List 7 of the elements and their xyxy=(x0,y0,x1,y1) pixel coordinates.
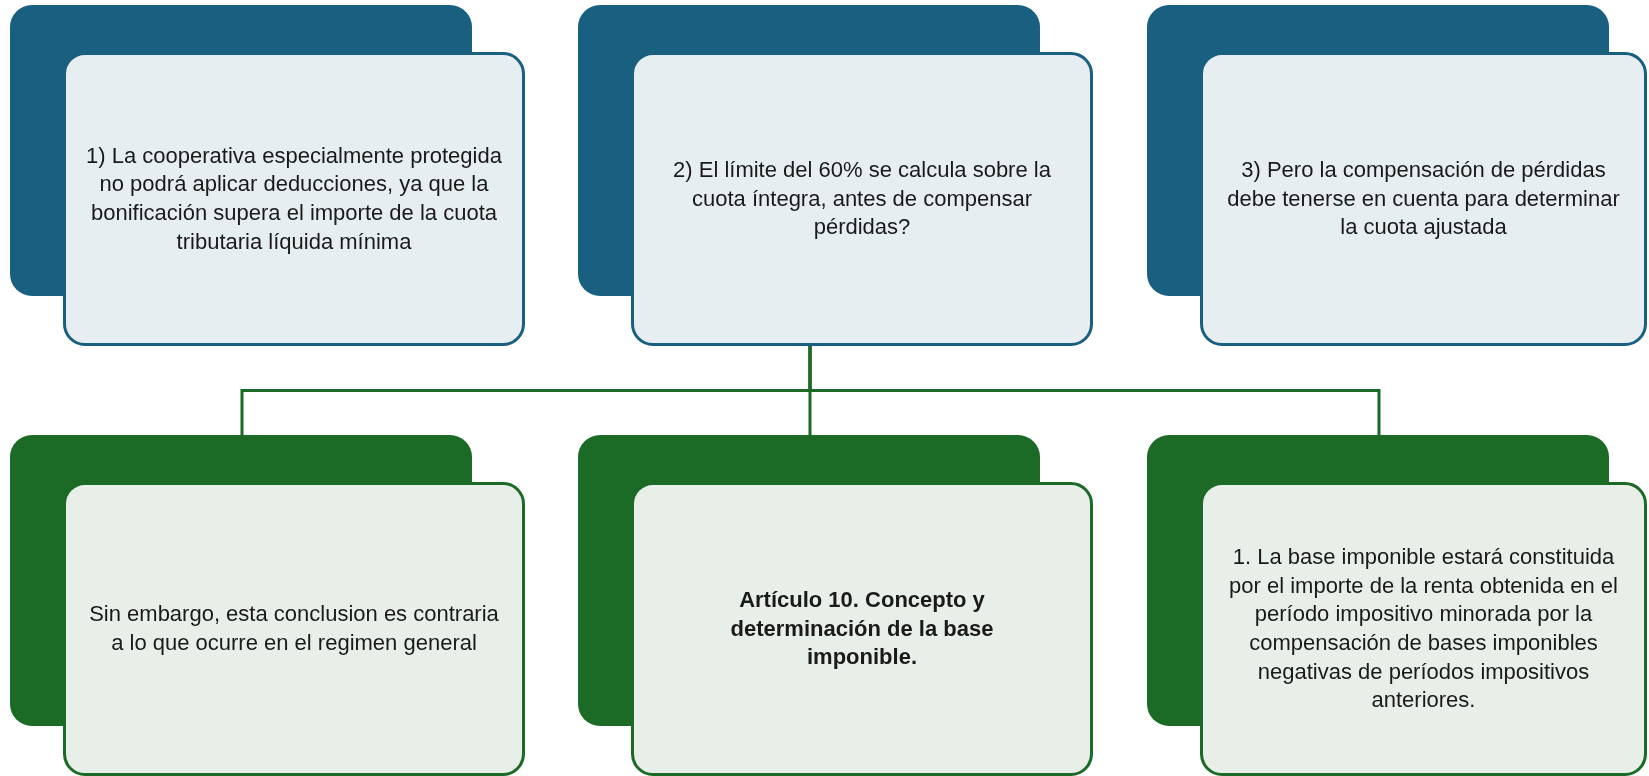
card-text: 3) Pero la compensación de pérdidas debe tenerse en cuenta para determinar la cuota ajustada xyxy=(1226,156,1621,242)
card-text: 1) La cooperativa especialmente protegida no podrá aplicar deducciones, ya que la bonificación supera el importe de la cuota tributaria líquida mínima xyxy=(86,141,502,256)
card-text: Sin embargo, esta conclusion es contraria a lo que ocurre en el regimen general xyxy=(88,600,500,657)
connector-line xyxy=(808,346,1381,435)
card-text: 2) El límite del 60% se calcula sobre la cuota íntegra, antes de compensar pérdidas? xyxy=(672,156,1052,242)
card-text: 1. La base imponible estará constituida por el importe de la renta obtenida en el período impositivo minorada por la compensación de bases imponibles negativas de períodos impositivos anteriores. xyxy=(1228,543,1619,715)
card-text: Artículo 10. Concepto y determinación de la base imponible. xyxy=(729,586,995,672)
